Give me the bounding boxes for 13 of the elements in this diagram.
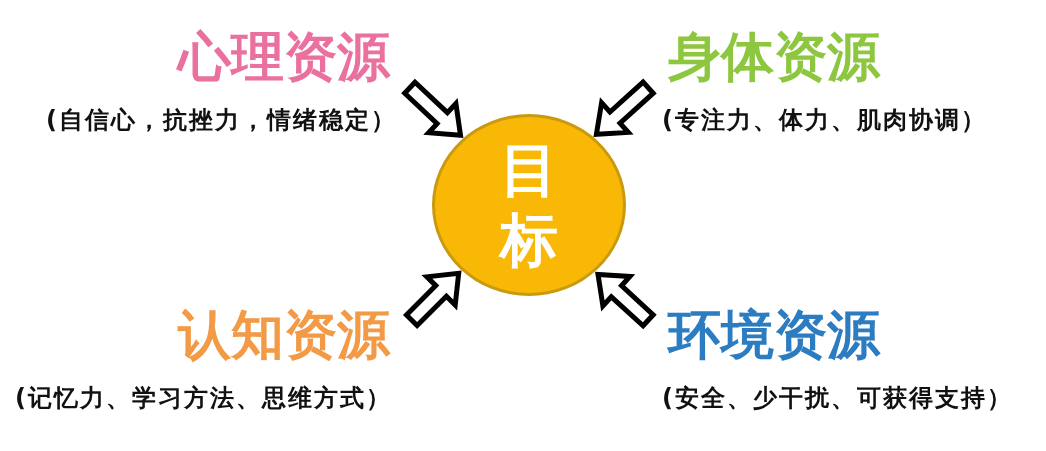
block-arrow: [401, 78, 464, 138]
heading: 环境资源: [668, 308, 880, 361]
circle-label: 目标: [498, 135, 559, 275]
heading: 身体资源: [668, 30, 880, 83]
description-text: (专注力、体力、肌肉协调）: [662, 108, 987, 132]
heading: 认知资源: [178, 308, 390, 361]
description-text: (记忆力、学习方法、思维方式）: [15, 386, 392, 410]
block-arrow: [402, 270, 462, 330]
description-text: (自信心，抗挫力，情绪稳定）: [46, 108, 397, 132]
block-arrow: [593, 78, 657, 137]
heading: 心理资源: [178, 30, 390, 83]
description-text: (安全、少干扰、可获得支持）: [662, 386, 1013, 410]
block-arrow: [595, 271, 657, 330]
